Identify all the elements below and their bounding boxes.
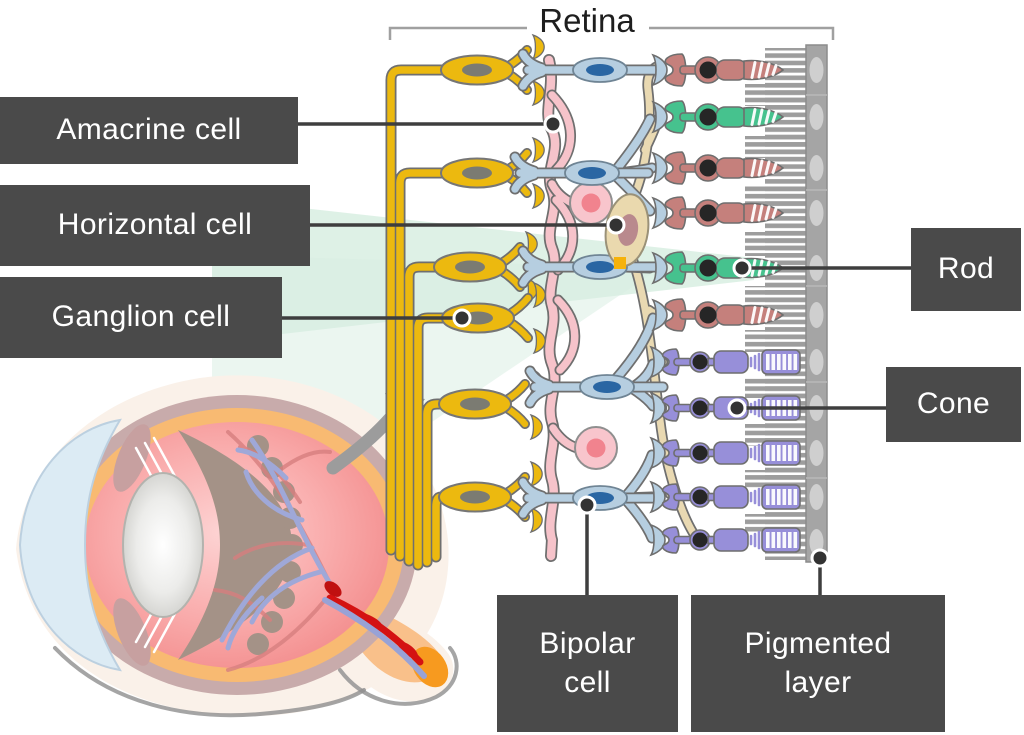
label-ganglion-cell: Ganglion cell xyxy=(0,277,282,358)
pigmented-layer xyxy=(745,44,828,563)
label-horizontal-cell: Horizontal cell xyxy=(0,185,310,266)
label-pigmented-layer: Pigmented layer xyxy=(691,595,945,732)
cornea xyxy=(18,418,122,672)
cone-cell xyxy=(661,438,802,468)
pigment-nuclei xyxy=(809,57,824,555)
cone-cell xyxy=(661,525,802,555)
label-amacrine-cell: Amacrine cell xyxy=(0,97,298,164)
amacrine-cells xyxy=(542,54,618,562)
retinal-vessels xyxy=(213,430,427,679)
annotation-lines xyxy=(275,114,915,600)
label-bipolar-cell: Bipolar cell xyxy=(497,595,678,732)
cone-cell xyxy=(661,347,802,377)
synapse-square xyxy=(614,257,626,269)
retina-bracket xyxy=(388,26,835,40)
label-cone: Cone xyxy=(886,367,1021,442)
diagram-title: Retina xyxy=(539,2,635,39)
lens xyxy=(122,472,204,618)
label-rod: Rod xyxy=(911,228,1021,311)
